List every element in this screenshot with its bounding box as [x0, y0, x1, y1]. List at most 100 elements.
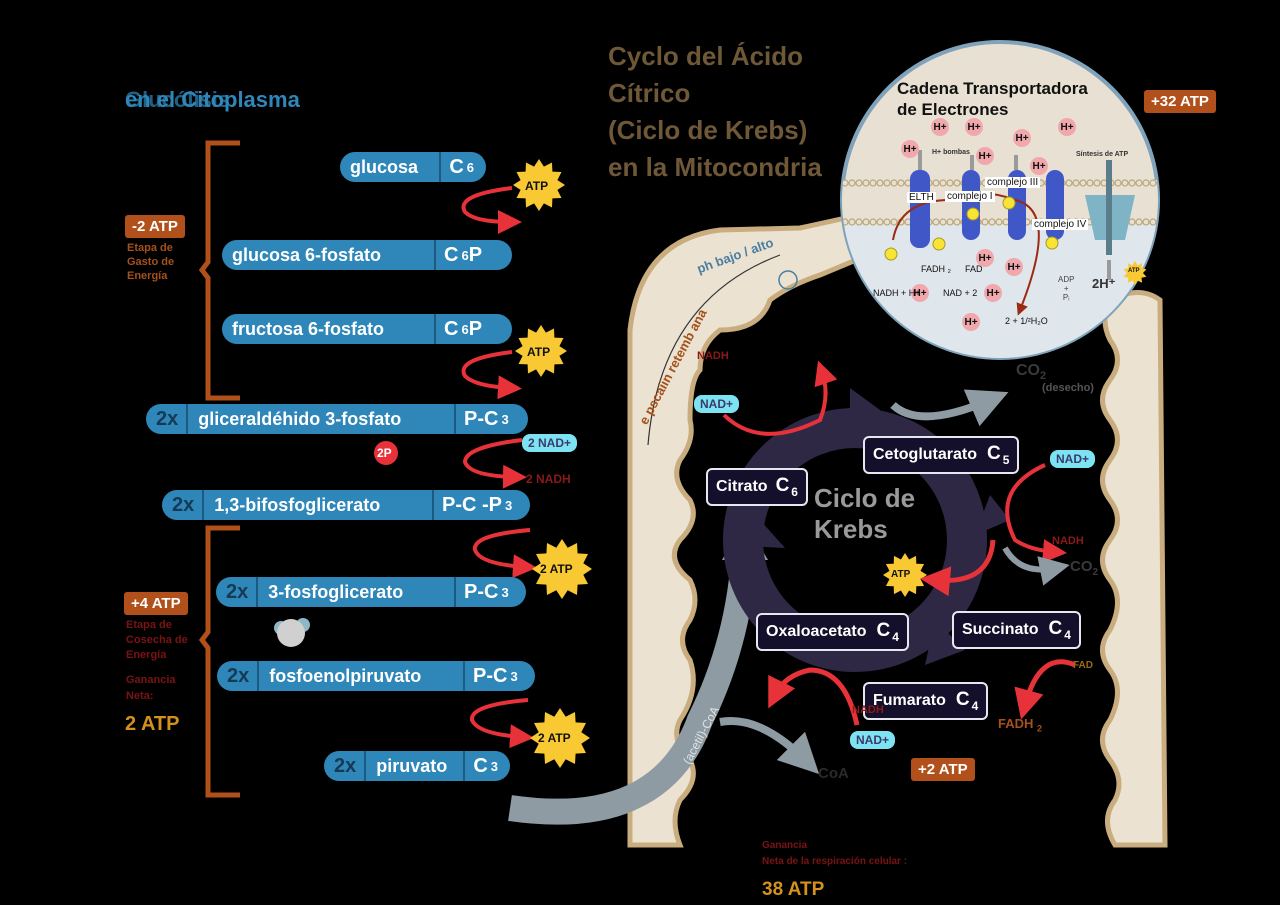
- lipid-head: [876, 179, 884, 187]
- h-plus-ion: H+: [901, 140, 919, 158]
- cycle-arrowhead: [725, 520, 785, 548]
- h-plus-ion: H+: [931, 118, 949, 136]
- co2-waste-label: CO2 (desecho): [1016, 362, 1094, 395]
- payoff-atp-badge: +4 ATP: [124, 592, 188, 615]
- complex-elth: [910, 170, 930, 248]
- lipid-head: [995, 218, 1003, 226]
- lipid-head: [855, 179, 863, 187]
- lipid-head: [1072, 179, 1080, 187]
- payoff-bracket: [198, 525, 240, 798]
- lipid-head: [1135, 179, 1143, 187]
- lipid-head: [890, 218, 898, 226]
- cycle-arrowhead: [850, 388, 880, 432]
- lipid-head: [1065, 179, 1073, 187]
- lipid-head: [869, 179, 877, 187]
- two-h-label: 2H⁺: [1092, 276, 1116, 291]
- mitochondrion-membrane-right: [1100, 290, 1168, 848]
- phosphate-badge: [374, 441, 398, 465]
- krebs-center-label: Ciclo de Krebs: [814, 483, 916, 544]
- complex-label: ELTH: [907, 192, 936, 203]
- atp-synthase-label: Síntesis de ATP: [1076, 151, 1129, 158]
- h-plus-ion: H+: [911, 284, 929, 302]
- etc-atp-badge: +32 ATP: [1144, 90, 1216, 113]
- lipid-head: [939, 179, 947, 187]
- lipid-head: [1149, 218, 1157, 226]
- atp-star-icon: [1123, 261, 1147, 285]
- reaction-arrow: [920, 539, 996, 597]
- lipid-head: [1086, 179, 1094, 187]
- atp-star-icon: [530, 708, 590, 768]
- nadh-label: 2 NADH: [526, 472, 571, 486]
- fadh2-eq: FADH ₂: [921, 264, 951, 274]
- lipid-head: [897, 179, 905, 187]
- lipid-head: [1128, 179, 1136, 187]
- complex-label: complejo III: [985, 177, 1041, 188]
- atp-star-icon: [515, 325, 567, 377]
- lipid-head: [988, 218, 996, 226]
- lipid-head: [1135, 218, 1143, 226]
- lipid-head: [869, 218, 877, 226]
- reaction-arrow: [768, 667, 860, 726]
- lipid-head: [932, 218, 940, 226]
- cycle-arrowhead: [925, 620, 965, 665]
- h-plus-ion: H+: [1058, 118, 1076, 136]
- krebs-title: Cyclo del Ácido Cítrico (Ciclo de Krebs)…: [608, 41, 822, 182]
- complex-label: complejo IV: [1032, 219, 1089, 230]
- investment-atp-badge: -2 ATP: [125, 215, 185, 238]
- nadh-label: NADH: [1052, 535, 1084, 547]
- lipid-head: [932, 179, 940, 187]
- lipid-head: [855, 218, 863, 226]
- etc-title: Cadena Transportadora de Electrones: [897, 79, 1088, 119]
- nadh-eq: NADH + H+: [873, 288, 921, 298]
- krebs-atp-label: ATP: [891, 569, 911, 580]
- lipid-head: [862, 179, 870, 187]
- h-plus-ion: H+: [1005, 258, 1023, 276]
- reaction-arrow: [1005, 463, 1067, 564]
- h-plus-ion: H+: [976, 249, 994, 267]
- nad-plus-label: NAD+: [694, 395, 740, 413]
- nad-plus-label: 2 NAD+: [522, 434, 578, 452]
- lipid-head: [848, 218, 856, 226]
- acetyl-coa-arrow: [508, 544, 758, 825]
- etc-atp-star-label: ATP: [1128, 268, 1140, 274]
- reaction-arrow: [472, 528, 537, 579]
- lipid-head: [1121, 179, 1129, 187]
- lipid-head: [1156, 179, 1158, 187]
- lipid-head: [1079, 179, 1087, 187]
- nad-plus-label: NAD+: [1050, 450, 1096, 468]
- summary-label: Ganancia Neta de la respiración celular …: [762, 840, 908, 867]
- summary-value: 38 ATP: [762, 879, 825, 900]
- cycle-arrowhead: [975, 495, 1010, 535]
- krebs-atp-badge: +2 ATP: [911, 758, 975, 781]
- lipid-head: [953, 179, 961, 187]
- membrane-channel-icon: [778, 270, 798, 290]
- nadh-label: NADH: [697, 350, 729, 362]
- lipid-head: [1142, 179, 1150, 187]
- lipid-head: [1114, 179, 1122, 187]
- atp-star-icon: [513, 159, 565, 211]
- nad-eq: NAD + 2: [943, 288, 978, 298]
- lipid-head: [981, 218, 989, 226]
- pump-arrows: [918, 150, 1111, 280]
- complex-label: complejo I: [945, 191, 995, 202]
- reaction-arrow: [462, 438, 527, 489]
- fad-eq: FAD: [965, 264, 983, 274]
- h-plus-ion: H+: [976, 147, 994, 165]
- reaction-arrow: [1014, 659, 1076, 720]
- fadh2-label: FADH 2: [998, 716, 1043, 734]
- lipid-head: [1093, 179, 1101, 187]
- net-gain-value: 2 ATP: [125, 713, 180, 735]
- lipid-head: [939, 218, 947, 226]
- membrane-inner-line: [647, 254, 781, 446]
- coa-release-arrow: [719, 717, 820, 775]
